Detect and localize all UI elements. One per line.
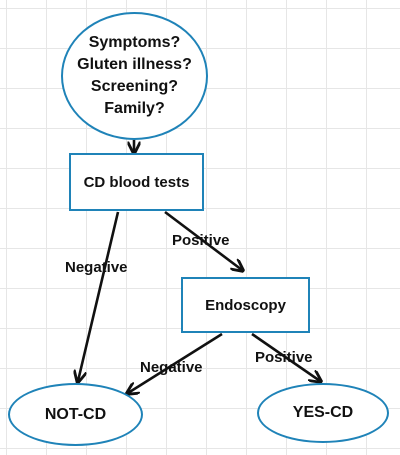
yes-cd-node: YES-CD xyxy=(257,383,389,443)
blood-tests-node: CD blood tests xyxy=(69,153,204,211)
start-question-line: Gluten illness? xyxy=(77,56,192,73)
endoscopy-node: Endoscopy xyxy=(181,277,310,333)
edge-label-endo-negative: Negative xyxy=(140,359,203,376)
edge-label-blood-positive: Positive xyxy=(172,232,230,249)
not-cd-label: NOT-CD xyxy=(44,405,107,423)
start-question-line: Family? xyxy=(104,100,165,117)
start-question-node: Symptoms? Gluten illness? Screening? Fam… xyxy=(61,12,208,140)
not-cd-node: NOT-CD xyxy=(8,383,143,446)
edge-label-endo-positive: Positive xyxy=(255,349,313,366)
blood-tests-label: CD blood tests xyxy=(83,173,190,191)
start-question-line: Screening? xyxy=(90,78,179,95)
edge-label-blood-negative: Negative xyxy=(65,259,128,276)
start-question-line: Symptoms? xyxy=(88,34,181,51)
endoscopy-label: Endoscopy xyxy=(205,296,286,314)
arrow-blood-tests-to-not-cd xyxy=(78,211,120,381)
arrow-endoscopy-to-yes-cd xyxy=(251,332,320,381)
arrow-blood-tests-to-endoscopy xyxy=(164,210,242,270)
yes-cd-label: YES-CD xyxy=(292,404,354,421)
arrow-endoscopy-to-not-cd xyxy=(128,332,223,393)
